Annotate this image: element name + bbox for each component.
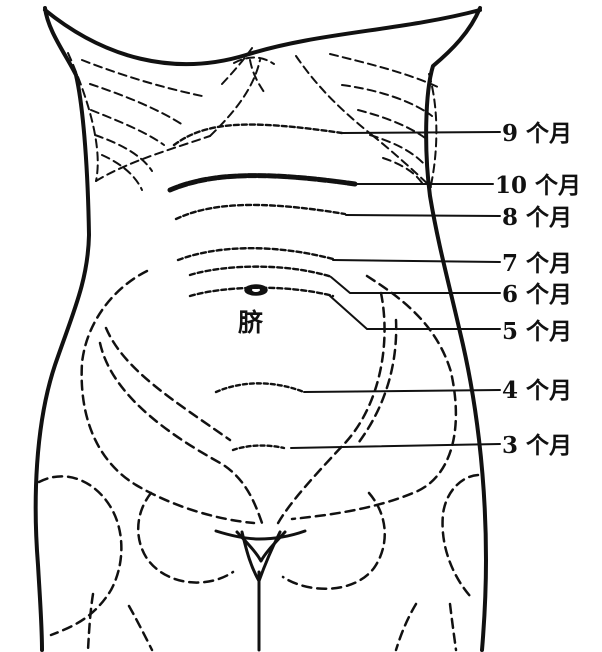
- month-6-mark: [190, 267, 332, 277]
- month-9-leader: [343, 132, 500, 133]
- navel-label: 脐: [238, 308, 264, 337]
- month-8-mark: [176, 205, 345, 219]
- torso-left-outline: [36, 8, 89, 650]
- pubic-region: [216, 531, 305, 650]
- month-6-leader: [331, 277, 500, 293]
- month-3-leader: [291, 444, 500, 448]
- month-10-label: 10 个月: [495, 172, 581, 199]
- month-7-label: 7 个月: [502, 250, 572, 277]
- month-10-mark: [170, 176, 355, 190]
- month-3-mark: [233, 446, 284, 450]
- month-5-label: 5 个月: [502, 318, 572, 345]
- month-4-mark: [216, 383, 304, 392]
- month-4-label: 4 个月: [502, 377, 572, 404]
- navel-marker: [245, 285, 267, 295]
- month-9-label: 9 个月: [502, 120, 572, 147]
- month-height-marks: [170, 125, 355, 450]
- month-8-label: 8 个月: [502, 204, 572, 231]
- month-9-mark: [174, 125, 342, 145]
- month-7-mark: [178, 248, 333, 260]
- month-8-leader: [346, 215, 500, 216]
- upper-chest-curve: [45, 10, 480, 64]
- month-7-leader: [333, 260, 500, 262]
- month-6-label: 6 个月: [502, 281, 572, 308]
- rib-cage: [68, 44, 440, 190]
- month-3-label: 3 个月: [502, 432, 572, 459]
